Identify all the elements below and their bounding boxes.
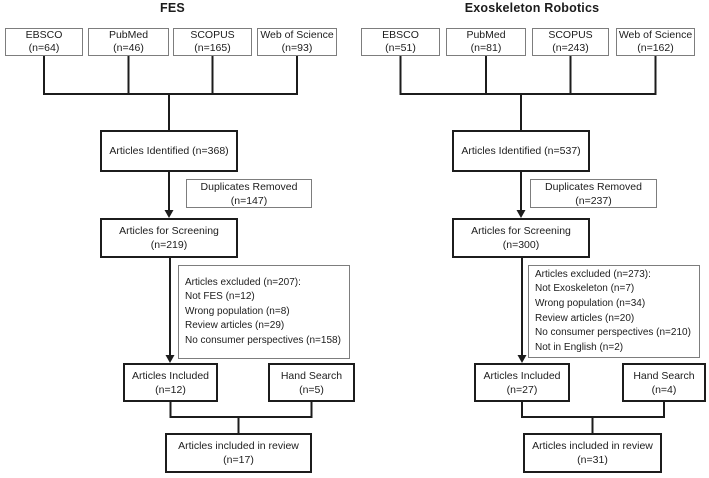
exo-duplicates-box: Duplicates Removed (n=237) xyxy=(530,179,657,208)
source-name: EBSCO xyxy=(25,29,63,41)
exo-title: Exoskeleton Robotics xyxy=(464,1,600,15)
arrowheads xyxy=(164,210,527,363)
box-label: Articles included in review xyxy=(532,440,653,452)
exo-hand-search-box: Hand Search (n=4) xyxy=(622,363,706,402)
source-name: SCOPUS xyxy=(548,29,593,41)
box-label: Articles Identified (n=368) xyxy=(109,145,229,157)
source-count: (n=64) xyxy=(28,42,60,54)
fes-source-scopus: SCOPUS (n=165) xyxy=(173,28,252,56)
excluded-line: No consumer perspectives (n=210) xyxy=(535,327,691,339)
excluded-line: Articles excluded (n=273): xyxy=(535,268,651,280)
exo-screening-box: Articles for Screening (n=300) xyxy=(452,218,590,258)
box-label: Articles Included xyxy=(483,369,561,382)
box-label: Duplicates Removed xyxy=(545,180,642,193)
source-count: (n=51) xyxy=(385,42,416,54)
source-count: (n=81) xyxy=(470,42,502,54)
box-label: Articles Identified (n=537) xyxy=(461,145,581,157)
exo-identified-box: Articles Identified (n=537) xyxy=(452,130,590,172)
excluded-line: Review articles (n=29) xyxy=(185,320,285,332)
exo-source-pubmed: PubMed (n=81) xyxy=(446,28,526,56)
fes-source-ebsco: EBSCO (n=64) xyxy=(5,28,83,56)
exo-source-ebsco: EBSCO (n=51) xyxy=(361,28,440,56)
excluded-line: Review articles (n=20) xyxy=(535,312,635,324)
source-name: PubMed xyxy=(108,29,149,41)
exo-excluded-box: Articles excluded (n=273): Not Exoskelet… xyxy=(528,265,700,358)
fes-hand-search-box: Hand Search (n=5) xyxy=(268,363,355,402)
exo-source-scopus: SCOPUS (n=243) xyxy=(532,28,609,56)
source-name: Web of Science xyxy=(260,29,334,41)
box-count: (n=31) xyxy=(577,454,608,466)
source-count: (n=46) xyxy=(113,42,144,54)
box-label: Hand Search xyxy=(633,369,695,382)
fes-source-pubmed: PubMed (n=46) xyxy=(88,28,169,56)
excluded-line: Not in English (n=2) xyxy=(535,341,624,353)
box-label: Articles for Screening xyxy=(471,225,571,237)
fes-source-web-of-science: Web of Science (n=93) xyxy=(257,28,337,56)
box-count: (n=17) xyxy=(223,454,254,466)
arrowhead-down-icon xyxy=(516,210,526,218)
fes-excluded-box: Articles excluded (n=207): Not FES (n=12… xyxy=(178,265,350,359)
box-count: (n=12) xyxy=(155,383,186,396)
fes-title: FES xyxy=(160,1,185,15)
box-label: Duplicates Removed xyxy=(200,180,298,193)
box-label: Articles Included xyxy=(131,369,210,382)
arrowhead-down-icon xyxy=(165,355,175,363)
fes-included-box: Articles Included (n=12) xyxy=(123,363,218,402)
fes-identified-box: Articles Identified (n=368) xyxy=(100,130,238,172)
fes-duplicates-box: Duplicates Removed (n=147) xyxy=(186,179,312,208)
fes-review-box: Articles included in review (n=17) xyxy=(165,433,312,473)
box-count: (n=4) xyxy=(651,383,677,396)
excluded-line: Not Exoskeleton (n=7) xyxy=(535,283,635,295)
box-count: (n=5) xyxy=(299,383,324,396)
source-name: Web of Science xyxy=(618,29,693,41)
box-count: (n=219) xyxy=(150,239,188,251)
source-count: (n=93) xyxy=(281,42,313,54)
excluded-line: Articles excluded (n=207): xyxy=(185,276,301,288)
connector-lines xyxy=(43,55,665,435)
box-count: (n=300) xyxy=(502,239,540,251)
box-count: (n=147) xyxy=(230,194,268,207)
arrowhead-down-icon xyxy=(164,210,174,218)
box-count: (n=237) xyxy=(575,194,612,207)
fes-screening-box: Articles for Screening (n=219) xyxy=(100,218,238,258)
source-count: (n=165) xyxy=(194,42,231,54)
arrowhead-down-icon xyxy=(517,355,527,363)
box-label: Articles included in review xyxy=(178,440,299,452)
source-count: (n=162) xyxy=(637,42,674,54)
excluded-line: Wrong population (n=34) xyxy=(535,297,646,309)
excluded-line: Wrong population (n=8) xyxy=(185,305,290,317)
box-count: (n=27) xyxy=(506,383,538,396)
box-label: Hand Search xyxy=(280,369,343,382)
exo-source-web-of-science: Web of Science (n=162) xyxy=(616,28,695,56)
exo-review-box: Articles included in review (n=31) xyxy=(523,433,662,473)
box-label: Articles for Screening xyxy=(119,225,219,237)
excluded-line: Not FES (n=12) xyxy=(185,291,255,303)
source-count: (n=243) xyxy=(552,42,589,54)
source-name: PubMed xyxy=(466,29,506,41)
source-name: SCOPUS xyxy=(190,29,235,41)
source-name: EBSCO xyxy=(382,29,419,41)
exo-included-box: Articles Included (n=27) xyxy=(474,363,570,402)
excluded-line: No consumer perspectives (n=158) xyxy=(185,334,341,346)
